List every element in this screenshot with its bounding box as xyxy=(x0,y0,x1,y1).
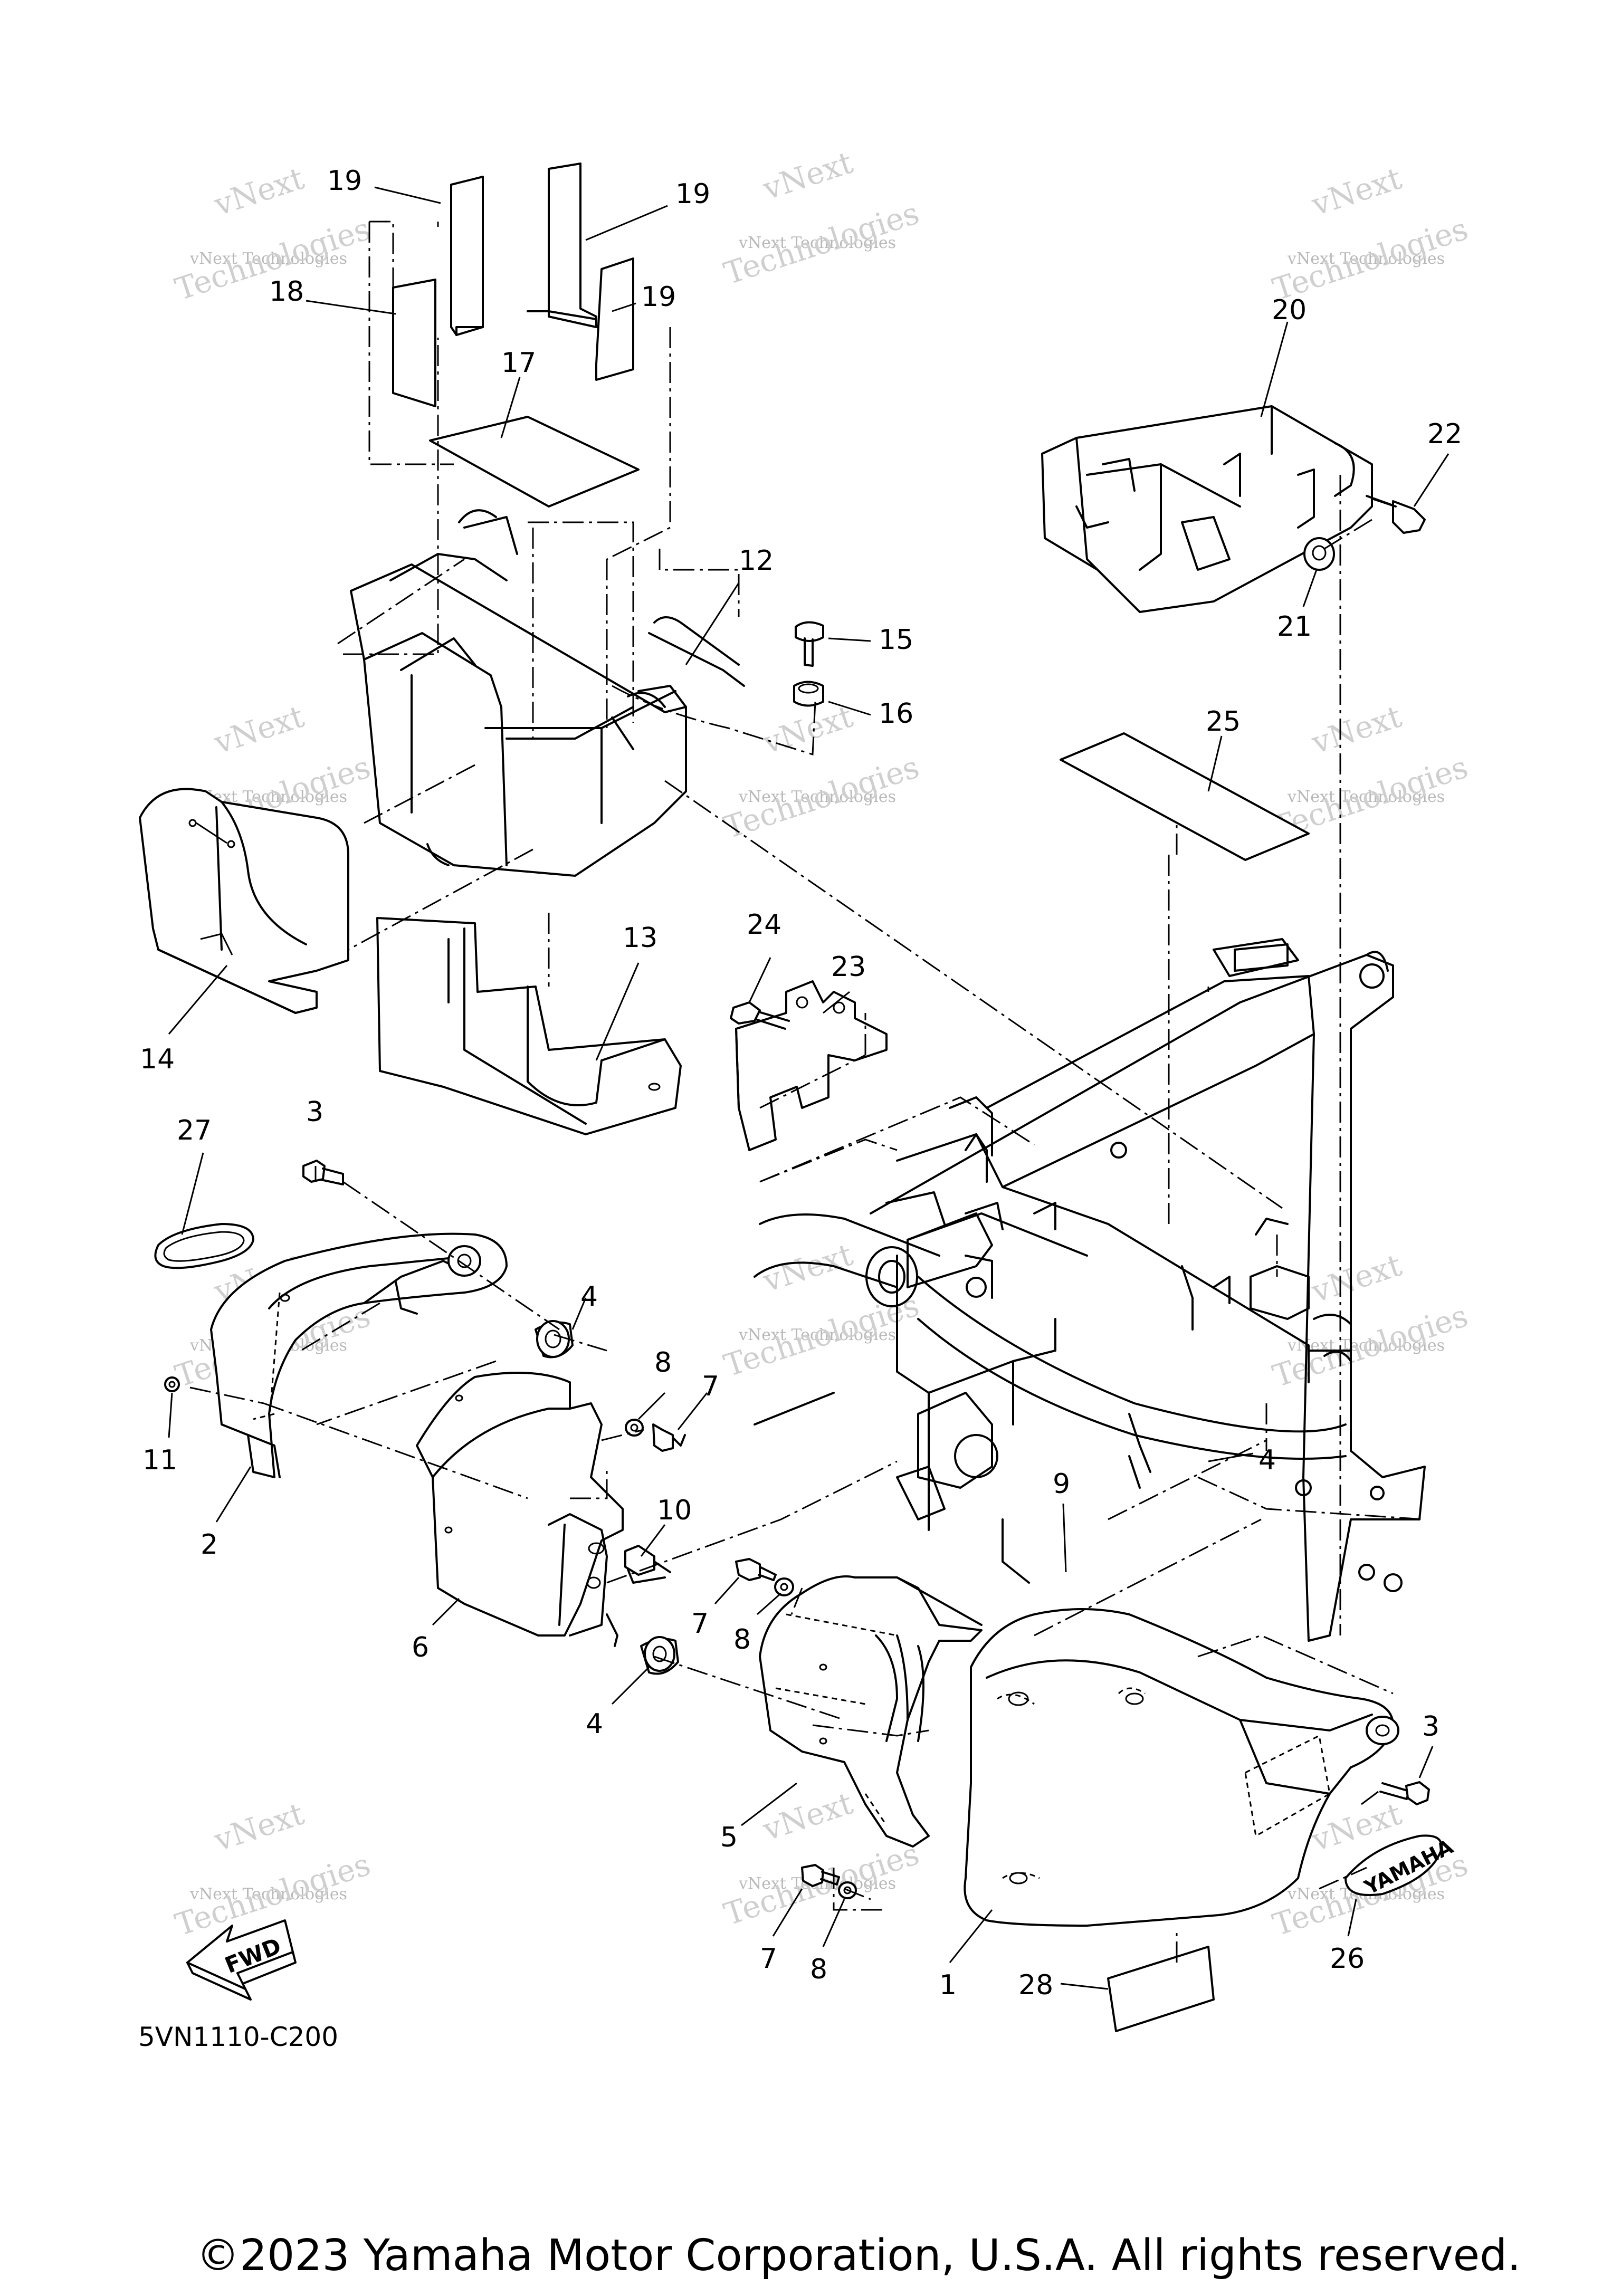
watermark-text: vNext Technologies xyxy=(1287,1336,1445,1355)
callout-8: 8 xyxy=(733,1624,751,1656)
bolt-7-middle xyxy=(735,1558,777,1581)
grommet-4-lower xyxy=(640,1636,679,1675)
watermark-text: vNext Technologies xyxy=(1287,250,1445,268)
callout-7: 7 xyxy=(702,1371,719,1402)
grommet-4-upper xyxy=(535,1320,574,1359)
callout-13: 13 xyxy=(623,922,657,954)
battery-pad-17 xyxy=(429,416,640,508)
emblem-27 xyxy=(154,1223,254,1269)
watermark-text: vNext Technologies xyxy=(189,250,347,268)
battery-band-18 xyxy=(392,279,436,407)
watermark-text: vNext Technologies xyxy=(1287,788,1445,806)
watermark-text: vNext xyxy=(209,160,308,223)
bolt-7-lower xyxy=(801,1864,840,1887)
watermark-text: vNext Technologies xyxy=(189,1885,347,1903)
callout-19: 19 xyxy=(641,281,676,313)
watermark: vNext vNext Technologies Technologies xyxy=(720,145,923,292)
bolt-3-left xyxy=(302,1160,344,1185)
watermark: vNext vNext Technologies Technologies xyxy=(1269,160,1472,308)
bolt-15 xyxy=(795,621,824,667)
callout-8: 8 xyxy=(810,1954,827,1985)
clip-11 xyxy=(164,1376,180,1392)
watermark: vNext vNext Technologies Technologies xyxy=(171,1796,375,1943)
callout-7: 7 xyxy=(760,1943,777,1975)
box-20 xyxy=(1041,405,1373,613)
watermark-text: vNext xyxy=(758,145,857,207)
collar-16 xyxy=(793,681,824,707)
callout-28: 28 xyxy=(1018,1969,1053,2001)
pad-25 xyxy=(1060,732,1310,861)
battery-cover-14 xyxy=(139,788,349,1014)
callout-16: 16 xyxy=(879,698,913,730)
bracket-23 xyxy=(735,980,888,1151)
battery-band-19-right xyxy=(595,257,634,381)
callout-19: 19 xyxy=(675,178,710,210)
bolt-7-upper xyxy=(652,1423,686,1452)
clip-10 xyxy=(624,1545,671,1584)
watermark-text: vNext xyxy=(1307,699,1406,761)
bolt-3-right xyxy=(1379,1781,1430,1805)
watermark: vNext vNext Technologies Technologies xyxy=(1269,699,1472,846)
watermark: vNext vNext Technologies Technologies xyxy=(1269,1247,1472,1394)
watermark-text: vNext xyxy=(209,699,308,761)
callout-21: 21 xyxy=(1277,611,1312,643)
watermark: vNext vNext Technologies Technologies xyxy=(720,1237,923,1384)
battery-holder-13 xyxy=(376,917,682,1135)
watermark-text: vNext xyxy=(1307,1247,1406,1310)
callout-2: 2 xyxy=(201,1529,218,1561)
callout-27: 27 xyxy=(177,1115,212,1146)
callout-19: 19 xyxy=(327,165,362,197)
callout-7: 7 xyxy=(691,1608,709,1640)
side-cover-5 xyxy=(759,1575,983,1848)
copyright-notice: ©2023 Yamaha Motor Corporation, U.S.A. A… xyxy=(196,2231,1521,2281)
callout-3: 3 xyxy=(306,1096,323,1128)
battery-band-19-middle xyxy=(527,162,597,328)
callout-9: 9 xyxy=(1053,1468,1070,1500)
frame-structure xyxy=(754,938,1426,1642)
watermark-text: vNext Technologies xyxy=(738,788,896,806)
watermark-text: vNext xyxy=(1307,160,1406,223)
cover-6 xyxy=(416,1372,624,1647)
callout-labels: 19 19 19 18 17 20 22 21 12 15 16 25 14 1… xyxy=(140,165,1462,2001)
battery-box-12 xyxy=(350,509,745,877)
assembly-lines xyxy=(189,221,1425,1963)
callout-17: 17 xyxy=(501,347,536,379)
callout-6: 6 xyxy=(412,1632,429,1663)
callout-24: 24 xyxy=(747,909,781,941)
label-28 xyxy=(1107,1946,1215,2032)
nut-21 xyxy=(1303,537,1335,571)
diagram-code: 5VN1110-C200 xyxy=(138,2022,339,2052)
side-cover-1 xyxy=(964,1608,1399,1927)
callout-3: 3 xyxy=(1422,1711,1439,1743)
watermark-text: vNext Technologies xyxy=(738,1326,896,1344)
callout-1: 1 xyxy=(939,1969,957,2001)
bolt-22 xyxy=(1366,495,1426,534)
watermark-text: vNext Technologies xyxy=(738,234,896,252)
callout-25: 25 xyxy=(1206,706,1241,738)
washer-8-middle xyxy=(774,1577,794,1596)
watermark-text: vNext xyxy=(209,1796,308,1859)
callout-15: 15 xyxy=(879,624,913,656)
callout-18: 18 xyxy=(269,276,304,308)
callout-4: 4 xyxy=(586,1708,603,1740)
callout-12: 12 xyxy=(739,545,774,577)
watermark-text: vNext xyxy=(758,1785,857,1848)
callout-11: 11 xyxy=(142,1444,177,1476)
callout-10: 10 xyxy=(657,1495,692,1526)
callout-26: 26 xyxy=(1330,1943,1365,1975)
callout-4: 4 xyxy=(1258,1444,1276,1476)
leader-lines xyxy=(168,186,1450,1990)
battery-band-19-left xyxy=(450,176,484,336)
callout-14: 14 xyxy=(140,1044,175,1075)
callout-20: 20 xyxy=(1272,294,1307,326)
callout-8: 8 xyxy=(654,1347,672,1379)
side-cover-2 xyxy=(210,1232,508,1478)
watermark-text: vNext xyxy=(758,699,857,761)
callout-22: 22 xyxy=(1427,418,1462,450)
callout-23: 23 xyxy=(831,951,866,983)
callout-5: 5 xyxy=(720,1822,738,1853)
callout-4: 4 xyxy=(580,1281,598,1313)
